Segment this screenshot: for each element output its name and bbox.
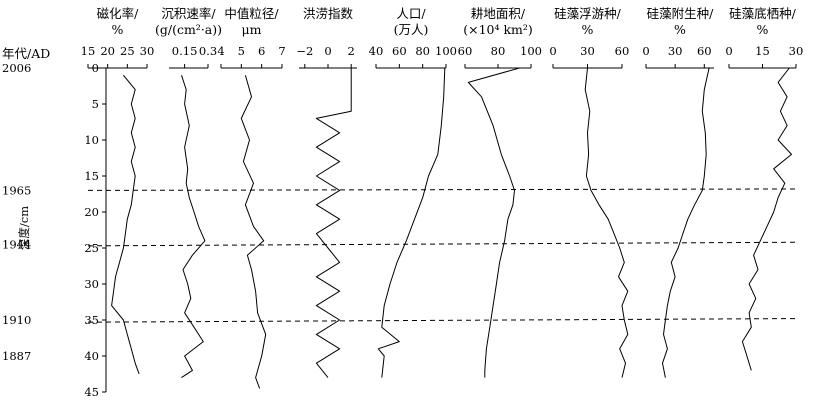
panel-title: % (112, 22, 124, 37)
panel-title: % (757, 22, 769, 37)
depth-tick-label: 40 (84, 349, 99, 363)
panel-title: 沉积速率/ (161, 6, 216, 21)
panel-title: 洪涝指数 (303, 6, 354, 21)
depth-tick-label: 10 (84, 133, 99, 147)
panel-tick-label: 60 (697, 44, 712, 58)
panel-tick-label: 5 (238, 44, 245, 58)
panel-tick-label: −2 (296, 44, 313, 58)
panel-tick-label: 2 (348, 44, 355, 58)
panel-group: 05101520253035404520061965194419101887磁化… (2, 6, 803, 399)
panel-tick-label: 40 (369, 44, 384, 58)
age-label: 1887 (2, 349, 31, 363)
depth-tick-label: 30 (84, 277, 99, 291)
panel-tick-label: 0 (725, 44, 732, 58)
boundary-line (87, 241, 797, 247)
age-label: 2006 (2, 61, 31, 75)
age-label: 1910 (2, 313, 31, 327)
panel-curve (741, 67, 792, 371)
age-label: 1965 (2, 183, 31, 197)
panel-curve (240, 75, 267, 389)
boundary-line (87, 318, 797, 323)
panel-tick-label: 30 (580, 44, 595, 58)
panel-tick-label: 7 (278, 44, 285, 58)
depth-tick-label: 25 (84, 241, 99, 255)
depth-tick-label: 45 (84, 385, 99, 399)
depth-tick-label: 20 (84, 205, 99, 219)
age-label: 1944 (2, 237, 31, 251)
boundary-line (87, 188, 797, 191)
panel-tick-label: 6 (258, 44, 265, 58)
panel-tick-label: 0 (642, 44, 649, 58)
panel-tick-label: 15 (755, 44, 770, 58)
panel-curve (662, 67, 710, 378)
depth-tick-label: 15 (84, 169, 99, 183)
panel-tick-label: 30 (668, 44, 683, 58)
age-axis-header: 年代/AD (2, 46, 50, 61)
panel-tick-label: 0 (549, 44, 556, 58)
panel-title: (g/(cm²·a)) (155, 22, 222, 37)
depth-tick-label: 35 (84, 313, 99, 327)
panel-tick-label: 20 (100, 44, 115, 58)
panel-title: 人口/ (396, 6, 426, 21)
panel-tick-label: 0 (324, 44, 331, 58)
panel-title: % (674, 22, 686, 37)
panel-tick-label: 80 (491, 44, 506, 58)
panel-curve (467, 67, 520, 378)
panel-7: 硅藻浮游种/% 0 30 60 (549, 6, 629, 378)
panel-tick-label: 60 (458, 44, 473, 58)
panel-title: 硅藻底栖种/ (729, 6, 797, 21)
panel-tick-label: 25 (120, 44, 135, 58)
boundary-lines (87, 188, 797, 323)
panel-tick-label: 60 (615, 44, 630, 58)
panel-title: 中值粒径/ (224, 6, 279, 21)
panel-tick-label: 80 (415, 44, 430, 58)
panel-tick-label: 30 (140, 44, 155, 58)
panel-curve (111, 74, 140, 375)
panel-title: (×10⁴ km²) (463, 22, 533, 37)
panel-curve (181, 75, 206, 379)
panel-title: % (582, 22, 594, 37)
panel-5: 人口/(万人) 40 60 80 100 (369, 6, 457, 378)
panel-tick-label: 60 (392, 44, 407, 58)
depth-axis-label: 深度/cm (17, 206, 31, 250)
panel-tick-label: 4 (217, 44, 224, 58)
panel-title: μm (242, 22, 262, 37)
panel-tick-label: 0.15 (172, 44, 198, 58)
panel-title: (万人) (394, 22, 429, 37)
panel-tick-label: 15 (81, 44, 96, 58)
panel-curve (315, 68, 352, 378)
panel-curve (584, 67, 629, 378)
depth-tick-label: 5 (92, 97, 99, 111)
panel-tick-label: 100 (520, 44, 542, 58)
panel-tick-label: 0.3 (199, 44, 217, 58)
panel-1: 磁化率/% 15 20 25 30 (81, 6, 155, 375)
panel-title: 磁化率/ (97, 6, 140, 21)
panel-title: 耕地面积/ (471, 6, 526, 21)
panel-6: 耕地面积/(×10⁴ km²) 60 80 100 (458, 6, 542, 378)
panel-tick-label: 100 (435, 44, 457, 58)
panel-8: 硅藻附生种/% 0 30 60 (642, 6, 714, 378)
panel-title: 硅藻附生种/ (647, 6, 715, 21)
panel-4: 洪涝指数 −2 0 2 (296, 6, 357, 378)
panel-tick-label: 30 (789, 44, 804, 58)
panel-curve (377, 67, 446, 378)
panel-title: 硅藻浮游种/ (554, 6, 622, 21)
panel-9: 硅藻底栖种/% 0 15 30 (725, 6, 804, 371)
